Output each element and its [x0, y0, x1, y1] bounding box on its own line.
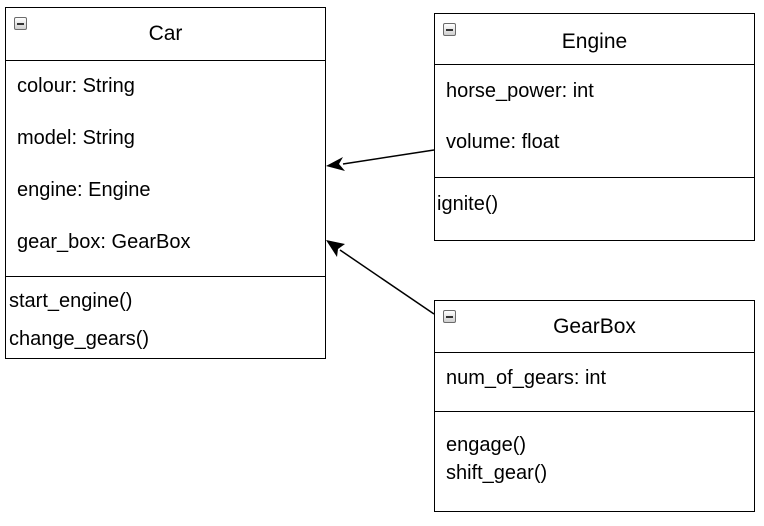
attributes-section-gearbox: num_of_gears: int	[435, 352, 754, 412]
method-shift-gear: shift_gear()	[446, 462, 548, 484]
collapse-icon[interactable]	[443, 310, 456, 323]
class-name-gearbox: GearBox	[553, 315, 636, 338]
method-ignite: ignite()	[437, 193, 499, 215]
method-start-engine: start_engine()	[9, 290, 133, 312]
class-gearbox[interactable]: GearBox num_of_gears: int engage() shift…	[434, 300, 755, 512]
attribute-volume: volume: float	[446, 131, 560, 153]
arrow-engine-to-car	[326, 149, 435, 171]
attributes-section-engine: horse_power: int volume: float	[435, 64, 754, 178]
class-name-car: Car	[148, 22, 183, 45]
class-header-car: Car	[6, 8, 325, 61]
attribute-horse-power: horse_power: int	[446, 80, 594, 102]
attribute-num-of-gears: num_of_gears: int	[446, 367, 607, 389]
attributes-section-car: colour: String model: String engine: Eng…	[6, 60, 325, 277]
class-engine[interactable]: Engine horse_power: int volume: float ig…	[434, 13, 755, 241]
class-header-engine: Engine	[435, 14, 754, 65]
attribute-gear-box: gear_box: GearBox	[17, 231, 191, 253]
method-engage: engage()	[446, 434, 527, 456]
class-name-engine: Engine	[561, 30, 628, 53]
collapse-icon[interactable]	[443, 23, 456, 36]
class-car[interactable]: Car colour: String model: String engine:…	[5, 7, 326, 359]
arrow-gearbox-to-car	[326, 240, 435, 315]
attribute-colour: colour: String	[17, 75, 135, 97]
method-change-gears: change_gears()	[9, 328, 150, 350]
attribute-model: model: String	[17, 127, 135, 149]
attribute-engine: engine: Engine	[17, 179, 151, 201]
class-header-gearbox: GearBox	[435, 301, 754, 353]
collapse-icon[interactable]	[14, 17, 27, 30]
